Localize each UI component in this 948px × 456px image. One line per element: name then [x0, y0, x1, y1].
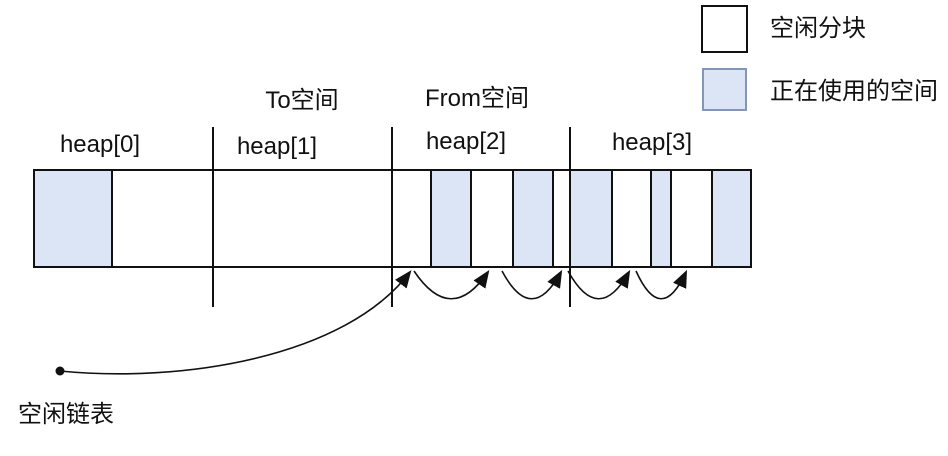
segment-boundary	[650, 171, 652, 266]
heap-segment-used	[712, 171, 750, 266]
segment-boundary	[611, 171, 613, 266]
heap-segment-used	[651, 171, 671, 266]
heap-segment-used	[35, 171, 112, 266]
segment-boundary	[552, 171, 554, 266]
heap-segment-free	[392, 171, 431, 266]
heap-segment-free	[213, 171, 392, 266]
heap0-label: heap[0]	[59, 131, 141, 158]
heap-segment-free	[471, 171, 513, 266]
segment-boundary	[470, 171, 472, 266]
heap-segment-used	[431, 171, 471, 266]
heap2-label: heap[2]	[425, 128, 507, 155]
heap-divider	[569, 127, 571, 307]
heap3-label: heap[3]	[611, 129, 693, 156]
to-space-label: To空间	[265, 87, 339, 114]
heap-segment-free	[553, 171, 570, 266]
free-list-arc	[567, 269, 631, 300]
heap-segment-free	[612, 171, 651, 266]
heap1-label: heap[1]	[236, 133, 318, 160]
segment-boundary	[512, 171, 514, 266]
free-list-arc	[413, 270, 490, 300]
segment-boundary	[430, 171, 432, 266]
segment-boundary	[111, 171, 113, 266]
legend-free-swatch-icon	[701, 5, 748, 53]
segment-boundary	[670, 171, 672, 266]
heap-segment-free	[112, 171, 213, 266]
legend-used-swatch-icon	[702, 68, 747, 111]
heap-segment-used	[513, 171, 553, 266]
legend-free-label: 空闲分块	[770, 15, 866, 42]
segment-boundary	[711, 171, 713, 266]
heap-segment-used	[570, 171, 612, 266]
heap-divider	[212, 127, 214, 307]
heap-divider	[391, 127, 393, 307]
legend-used-label: 正在使用的空间	[770, 78, 938, 105]
free-list-label: 空闲链表	[18, 401, 114, 428]
free-list-head-dot	[55, 366, 65, 376]
from-space-label: From空间	[425, 85, 529, 112]
heap-segment-free	[671, 171, 712, 266]
free-list-curve	[59, 270, 412, 375]
free-list-arc	[635, 269, 688, 300]
free-list-arc	[501, 269, 563, 300]
